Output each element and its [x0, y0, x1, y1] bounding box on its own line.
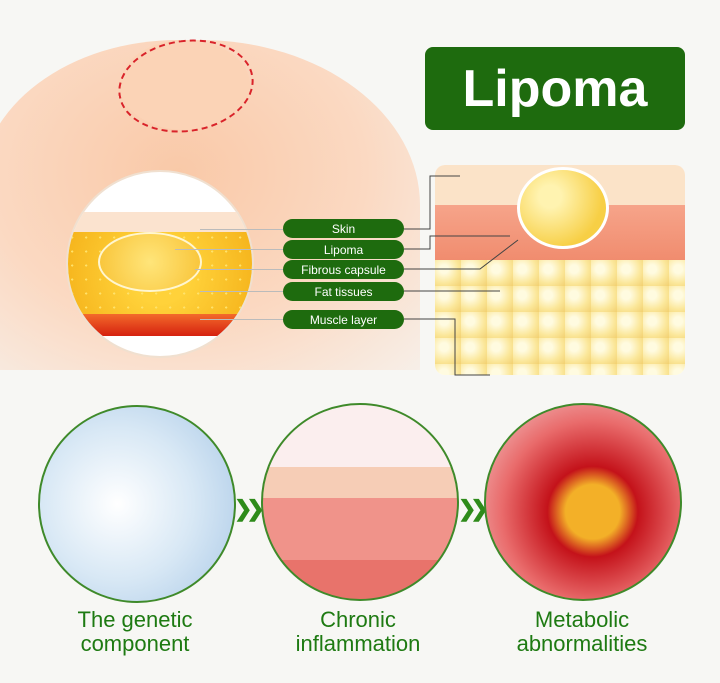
leader-line	[404, 175, 460, 230]
right-leader-lines	[404, 175, 519, 376]
skin-layer	[68, 212, 252, 232]
leader-line	[195, 269, 283, 270]
leader-line	[200, 229, 283, 230]
lipoma-mass	[98, 232, 202, 292]
fat-tissue	[435, 260, 685, 375]
skin-cross-section	[435, 165, 685, 375]
caption-line: Chronic	[320, 607, 396, 632]
double-chevron-right-icon: ❯❯	[458, 496, 489, 521]
label-fat-tissues: Fat tissues	[283, 282, 404, 301]
label-skin: Skin	[283, 219, 404, 238]
caption-line: abnormalities	[516, 631, 648, 656]
page-title: Lipoma	[425, 47, 685, 130]
leader-line	[404, 235, 510, 250]
leader-line	[404, 239, 519, 270]
label-fibrous-capsule: Fibrous capsule	[283, 260, 404, 279]
label-muscle-layer: Muscle layer	[283, 310, 404, 329]
lipoma-nodule	[517, 167, 609, 249]
caption-line: The genetic	[77, 607, 193, 632]
artery-plaque-image	[484, 403, 682, 601]
caption-metabolic: Metabolic abnormalities	[472, 608, 692, 656]
leader-line	[200, 319, 283, 320]
magnified-tissue-circle	[66, 170, 254, 358]
caption-genetic: The genetic component	[25, 608, 245, 656]
label-lipoma: Lipoma	[283, 240, 404, 259]
inflammation-image	[261, 403, 459, 601]
genetic-dna-image	[38, 405, 236, 603]
caption-line: Metabolic	[534, 607, 630, 632]
leader-line	[404, 318, 490, 376]
caption-line: inflammation	[295, 631, 421, 656]
leader-line	[175, 249, 283, 250]
shoulder-lump	[120, 40, 250, 130]
caption-line: component	[80, 631, 190, 656]
muscle-layer	[68, 314, 252, 336]
leader-line	[200, 291, 283, 292]
double-chevron-right-icon: ❯❯	[234, 496, 265, 521]
caption-inflammation: Chronic inflammation	[248, 608, 468, 656]
